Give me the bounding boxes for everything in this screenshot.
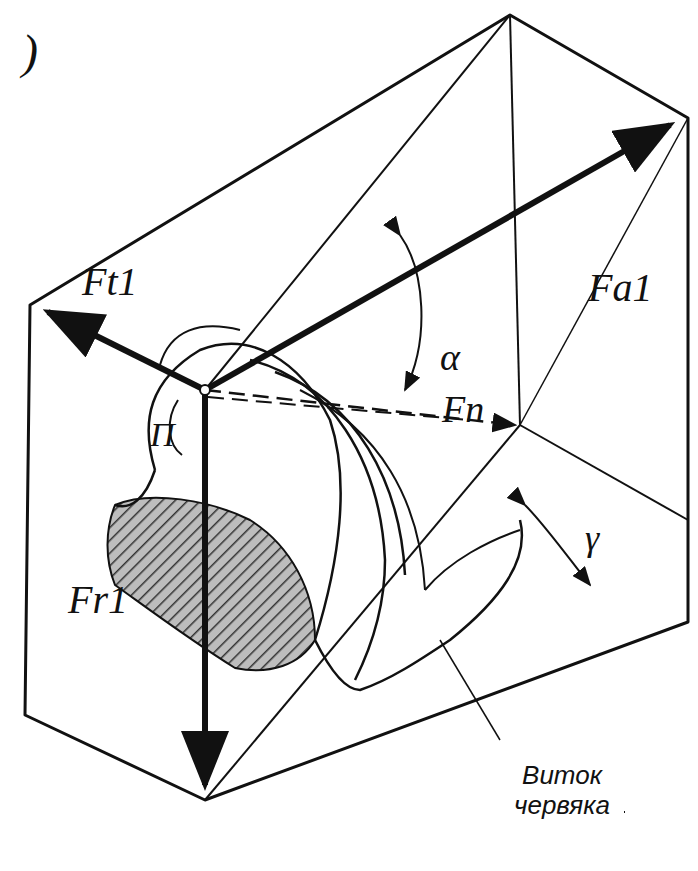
angle-label: П [150,418,175,452]
angle-label: γ [585,520,599,556]
force-label: Fr1 [68,580,128,620]
force-label: Fn [442,390,484,428]
part-name: Виток червяка [500,760,624,822]
figure-letter: ) [22,28,38,76]
force-label: Ft1 [82,262,138,302]
angle-label: α [440,338,460,376]
force-label: Fa1 [588,268,652,308]
